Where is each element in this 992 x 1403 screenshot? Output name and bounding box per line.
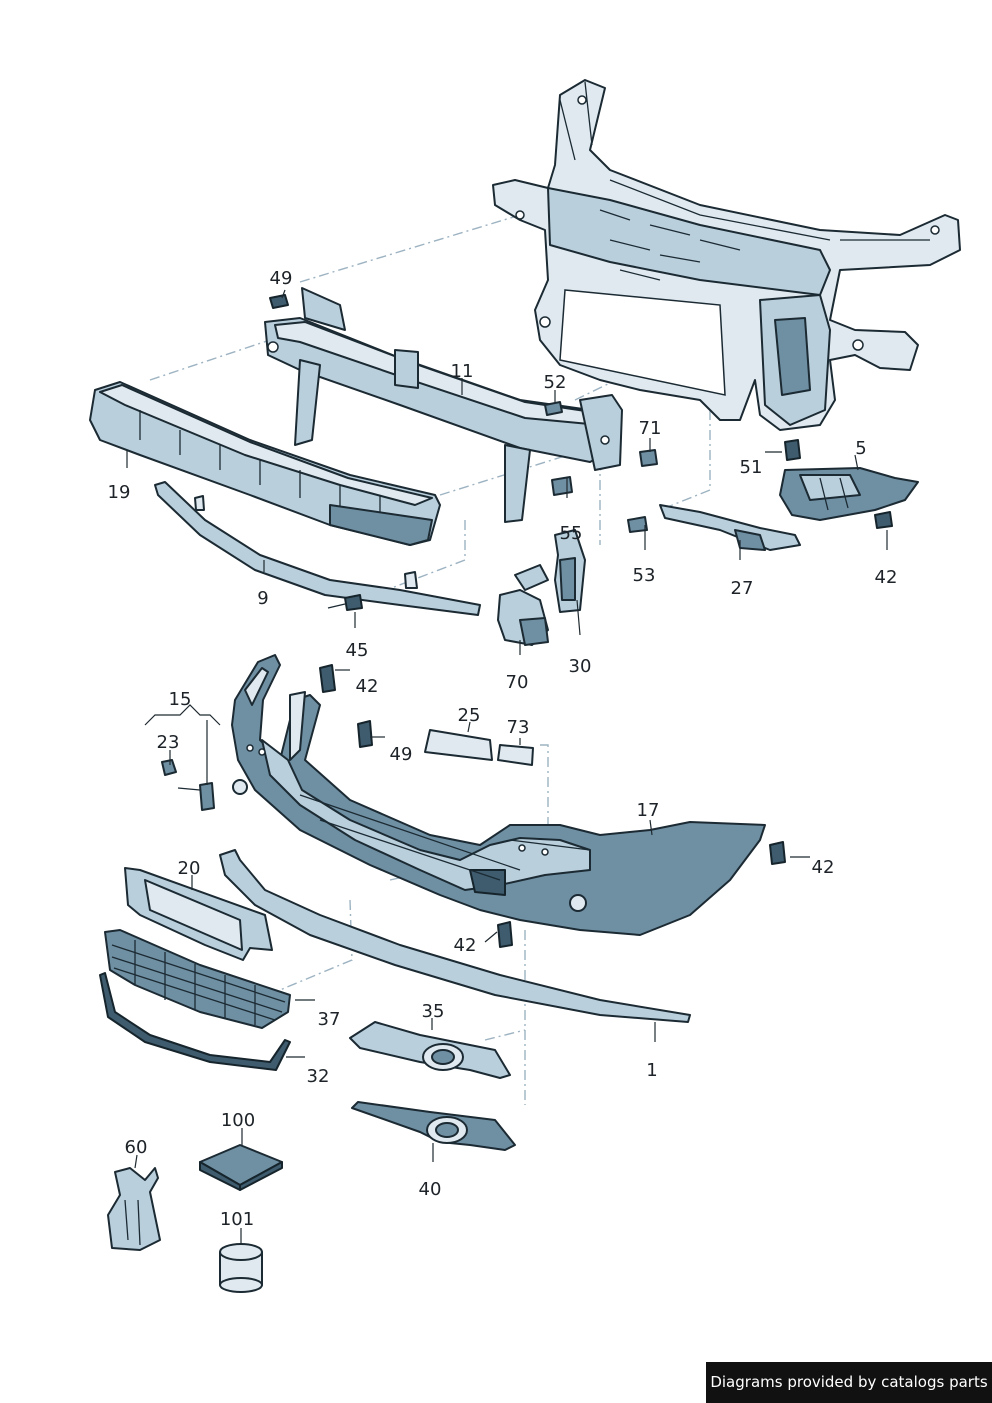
callout-25: 25 [458, 705, 481, 726]
callout-101: 101 [220, 1209, 254, 1230]
callout-37: 37 [318, 1009, 341, 1030]
side-holder-bracket [659, 504, 801, 551]
callout-52: 52 [544, 372, 567, 393]
trim-covers [424, 729, 534, 766]
grille-trim-strip [99, 972, 291, 1071]
lower-grille [104, 929, 291, 1029]
energy-absorber [89, 381, 441, 546]
callout-30: 30 [569, 656, 592, 677]
callout-51: 51 [740, 457, 763, 478]
fog-lamp-grille-alt [351, 1101, 516, 1151]
callout-71: 71 [639, 418, 662, 439]
callout-32: 32 [307, 1066, 330, 1087]
callout-55: 55 [560, 523, 583, 544]
callout-9: 9 [257, 588, 268, 609]
horn-and-bracket [497, 529, 586, 646]
leader-lines [126, 289, 888, 1245]
credit-banner: Diagrams provided by catalogs parts [706, 1362, 992, 1403]
fasteners-lower [319, 664, 786, 948]
bumper-carrier-bar [264, 287, 623, 523]
cap [219, 1243, 263, 1293]
pouch [107, 1167, 161, 1251]
callout-42-a: 42 [875, 567, 898, 588]
callout-15: 15 [169, 689, 192, 710]
callout-numbers: 1 5 9 11 15 17 19 20 23 25 27 30 32 35 3… [108, 268, 898, 1230]
lock-carrier [492, 79, 961, 431]
callout-20: 20 [178, 858, 201, 879]
licence-plate-bracket [124, 867, 273, 961]
callout-35: 35 [422, 1001, 445, 1022]
callout-100: 100 [221, 1110, 255, 1131]
callout-49-a: 49 [270, 268, 293, 289]
callout-5: 5 [855, 438, 866, 459]
pad [199, 1144, 283, 1191]
callout-27: 27 [731, 578, 754, 599]
callout-42-b: 42 [356, 676, 379, 697]
lower-spoiler-strip [219, 849, 691, 1023]
callout-40: 40 [419, 1179, 442, 1200]
bumper-guide-strip [154, 481, 481, 616]
bumper-cover [231, 654, 766, 936]
callout-17: 17 [637, 800, 660, 821]
callout-42-c: 42 [812, 857, 835, 878]
callout-19: 19 [108, 482, 131, 503]
callout-73: 73 [507, 717, 530, 738]
callout-1: 1 [646, 1060, 657, 1081]
callout-42-d: 42 [454, 935, 477, 956]
callout-23: 23 [157, 732, 180, 753]
callout-60: 60 [125, 1137, 148, 1158]
callout-11: 11 [451, 361, 474, 382]
washer-parts [161, 759, 215, 811]
callout-53: 53 [633, 565, 656, 586]
callout-70: 70 [506, 672, 529, 693]
callout-45: 45 [346, 640, 369, 661]
callout-49-b: 49 [390, 744, 413, 765]
fog-lamp-grille [349, 1021, 511, 1079]
right-guide-piece [779, 467, 919, 521]
